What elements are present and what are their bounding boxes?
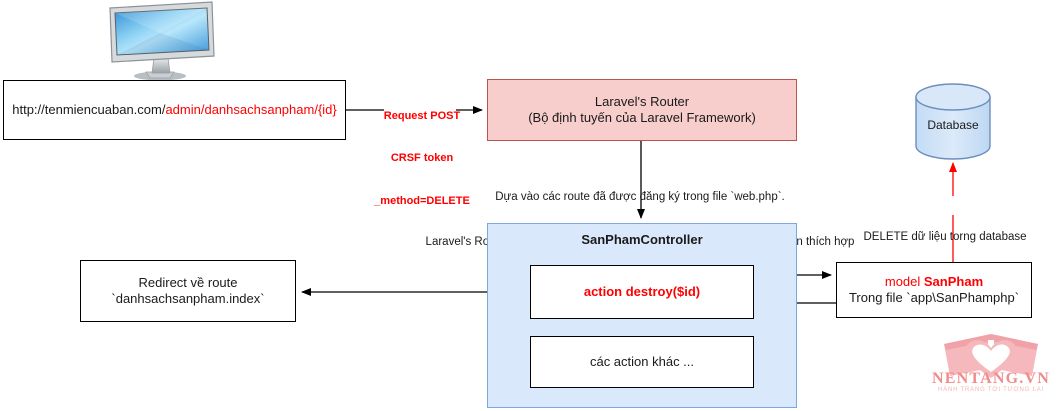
- router-subtitle: (Bộ định tuyến của Laravel Framework): [528, 110, 756, 125]
- redirect-line-2: `danhsachsanpham.index`: [111, 291, 265, 306]
- database-cylinder-shape: [915, 83, 991, 160]
- redirect-line-1: Redirect về route: [138, 274, 238, 290]
- logo-name: NENTANG.VN: [932, 370, 1050, 387]
- redirect-box: Redirect về route `danhsachsanpham.index…: [80, 260, 296, 322]
- other-actions-label: các action khác ...: [589, 353, 695, 369]
- laravel-router-box: Laravel's Router (Bộ định tuyến của Lara…: [487, 79, 797, 141]
- router-title: Laravel's Router: [594, 93, 690, 109]
- url-box: http://tenmiencuaban.com/admin/danhsachs…: [3, 80, 346, 140]
- model-sanpham-box: model SanPham Trong file `app\SanPhamphp…: [836, 262, 1032, 318]
- url-text-highlight: admin/danhsachsanpham/{id}: [165, 101, 337, 117]
- model-label-name: SanPham: [923, 273, 984, 289]
- other-actions-box: các action khác ...: [530, 336, 754, 388]
- model-file-path: Trong file `app\SanPhamphp`: [848, 290, 1020, 305]
- controller-title: SanPhamController: [581, 232, 703, 247]
- model-label-prefix: model: [884, 273, 924, 289]
- url-text-plain: http://tenmiencuaban.com/: [12, 101, 166, 117]
- database-label: Database: [927, 118, 979, 132]
- action-destroy-box: action destroy($id): [530, 265, 754, 319]
- open-book-heart-icon: [944, 334, 1038, 378]
- action-destroy-label: action destroy($id): [583, 283, 701, 299]
- desktop-monitor-icon: [109, 1, 215, 81]
- logo-tagline: HÀNH TRANG TỚI TƯƠNG LAI: [938, 387, 1044, 393]
